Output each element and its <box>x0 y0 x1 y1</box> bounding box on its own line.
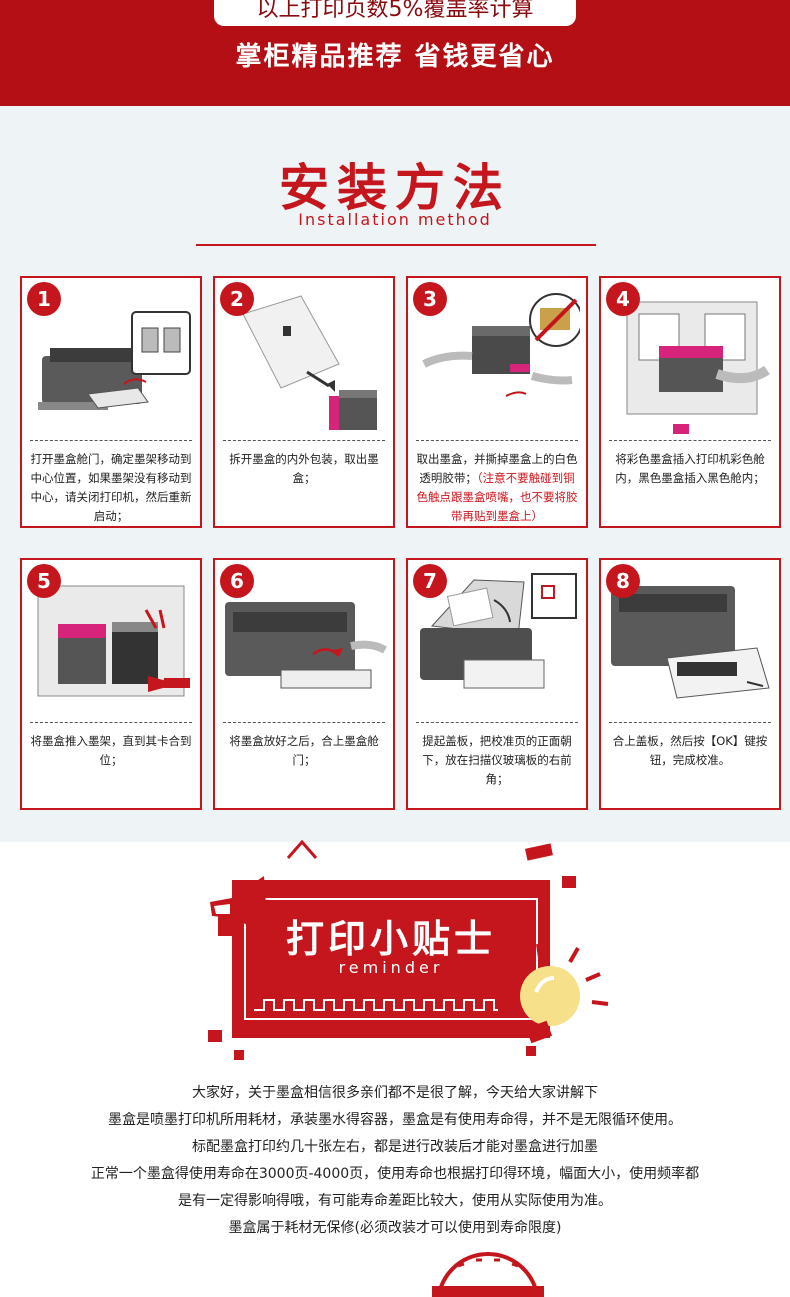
step-card-1: 1 打开墨盒舱门，确定墨架移动到中心位置，如果墨架没有移动到中心，请关闭打印机，… <box>20 276 202 528</box>
reminder-title: 打印小贴士 <box>285 917 496 961</box>
tip-line: 是有一定得影响得哦，有可能寿命差距比较大，使用从实际使用为准。 <box>178 1193 612 1209</box>
step-number: 6 <box>220 564 254 598</box>
seal-stamp-icon <box>432 1252 544 1297</box>
megaphone-icon <box>210 876 282 936</box>
step-description: 将墨盒放好之后，合上墨盒舱门； <box>229 734 379 767</box>
divider <box>30 440 192 441</box>
step-description: 将彩色墨盒插入打印机彩色舱内，黑色墨盒插入黑色舱内； <box>615 452 765 485</box>
step-card-7: 7 提起盖板，把校准页的正面朝下，放在扫描仪玻璃板的右前角； <box>406 558 588 810</box>
divider <box>416 440 578 441</box>
step-number: 7 <box>413 564 447 598</box>
step-card-4: 4 将彩色墨盒插入打印机彩色舱内，黑色墨盒插入黑色舱内； <box>599 276 781 528</box>
installation-subtitle: Installation method <box>298 210 492 229</box>
close-door-illustration <box>225 602 387 689</box>
tip-line: 标配墨盒打印约几十张左右，都是进行改装后才能对墨盒进行加墨 <box>192 1139 598 1155</box>
coverage-note: 以上打印页数5%覆盖率计算 <box>214 0 576 26</box>
step-description: 将墨盒推入墨架，直到其卡合到位； <box>30 734 192 767</box>
step-number: 5 <box>27 564 61 598</box>
divider <box>223 722 385 723</box>
reminder-decoration <box>208 840 576 1060</box>
insert-color-cartridge-illustration <box>626 301 770 434</box>
tip-line: 墨盒属于耗材无保修(必须改装才可以使用到寿命限度) <box>228 1220 562 1236</box>
step-description: 提起盖板，把校准页的正面朝下，放在扫描仪玻璃板的右前角； <box>422 734 572 786</box>
tip-line: 墨盒是喷墨打印机所用耗材，承装墨水得容器，墨盒是有使用寿命得，并不是无限循环使用… <box>108 1112 682 1128</box>
title-underline <box>196 244 596 246</box>
tip-line: 正常一个墨盒得使用寿命在3000页-4000页，使用寿命也根据打印得环境，幅面大… <box>90 1166 700 1182</box>
step-card-8: 8 合上盖板，然后按【OK】键按钮，完成校准。 <box>599 558 781 810</box>
step-number: 2 <box>220 282 254 316</box>
top-banner: 以上打印页数5%覆盖率计算 掌柜精品推荐 省钱更省心 <box>0 0 790 106</box>
lightbulb-icon <box>520 943 609 1044</box>
step-description: 取出墨盒，并撕掉墨盒上的白色透明胶带；（注意不要触碰到铜色触点跟墨盒喷嘴，也不要… <box>416 452 578 523</box>
step-description: 打开墨盒舱门，确定墨架移动到中心位置，如果墨架没有移动到中心，请关闭打印机，然后… <box>30 452 192 523</box>
step-description: 拆开墨盒的内外包装，取出墨盒； <box>229 452 379 485</box>
tip-line: 大家好，关于墨盒相信很多亲们都不是很了解，今天给大家讲解下 <box>192 1085 598 1101</box>
divider <box>416 722 578 723</box>
reminder-text: 大家好，关于墨盒相信很多亲们都不是很了解，今天给大家讲解下 墨盒是喷墨打印机所用… <box>0 1080 790 1242</box>
divider <box>609 722 771 723</box>
step-description: 合上盖板，然后按【OK】键按钮，完成校准。 <box>612 734 768 767</box>
divider <box>609 440 771 441</box>
installation-title: 安装方法 <box>279 159 511 217</box>
step-card-2: 2 拆开墨盒的内外包装，取出墨盒； <box>213 276 395 528</box>
step-card-3: 3 取出墨盒，并撕掉墨盒上的白色透明胶带；（注意不要触碰到铜色触点跟墨盒喷嘴，也… <box>406 276 588 528</box>
step-number: 1 <box>27 282 61 316</box>
reminder-banner: 打印小贴士 reminder <box>232 880 550 1038</box>
step-card-5: 5 将墨盒推入墨架，直到其卡合到位； <box>20 558 202 810</box>
step-number: 4 <box>606 282 640 316</box>
step-number: 3 <box>413 282 447 316</box>
step-card-6: 6 将墨盒放好之后，合上墨盒舱门； <box>213 558 395 810</box>
divider <box>30 722 192 723</box>
step-number: 8 <box>606 564 640 598</box>
press-ok-illustration <box>611 586 770 699</box>
reminder-subtitle: reminder <box>338 958 444 977</box>
push-cartridge-illustration <box>37 585 190 697</box>
divider <box>223 440 385 441</box>
warning-note: （注意不要触碰到铜色触点跟墨盒喷嘴，也不要将胶带再贴到墨盒上） <box>416 471 578 523</box>
printer-open-illustration <box>38 311 191 410</box>
remove-tape-illustration <box>422 293 580 397</box>
unpack-cartridge-illustration <box>242 295 377 430</box>
greek-key-border <box>254 999 498 1011</box>
place-alignment-page-illustration <box>420 573 577 689</box>
shop-slogan: 掌柜精品推荐 省钱更省心 <box>235 42 555 72</box>
